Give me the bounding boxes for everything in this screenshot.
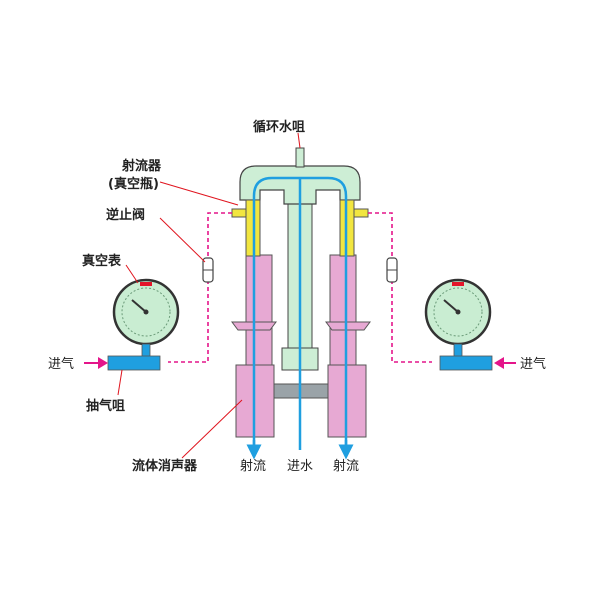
air-inlet-arrow-right — [494, 357, 516, 369]
circulating-nozzle — [295, 147, 305, 168]
label-fluid-muffler: 流体消声器 — [132, 458, 198, 474]
label-ejector-sub: (真空瓶) — [108, 176, 159, 192]
air-lines — [168, 212, 432, 363]
label-jet-left: 射流 — [240, 458, 266, 474]
label-check-valve: 逆止阀 — [106, 207, 145, 223]
label-water-in: 进水 — [287, 459, 313, 474]
label-circulating-nozzle: 循环水咀 — [253, 119, 305, 135]
vacuum-gauge-icon — [107, 278, 180, 371]
label-ejector: 射流器 — [121, 158, 162, 174]
side-port-left — [231, 208, 247, 218]
label-air-inlet-right: 进气 — [520, 356, 546, 372]
vacuum-gauge-icon — [424, 278, 493, 371]
leader-lines — [117, 132, 301, 459]
label-suction-nozzle: 抽气咀 — [86, 398, 125, 414]
ejector-body-right — [325, 254, 371, 438]
check-valve-icon — [202, 257, 214, 283]
water-flow — [246, 176, 354, 460]
air-inlet-arrow-left — [84, 357, 108, 369]
label-air-inlet-left: 进气 — [48, 356, 74, 372]
label-vacuum-gauge: 真空表 — [82, 253, 122, 269]
check-valve-icon — [386, 257, 398, 283]
label-jet-right: 射流 — [333, 458, 359, 474]
side-port-right — [353, 208, 369, 218]
